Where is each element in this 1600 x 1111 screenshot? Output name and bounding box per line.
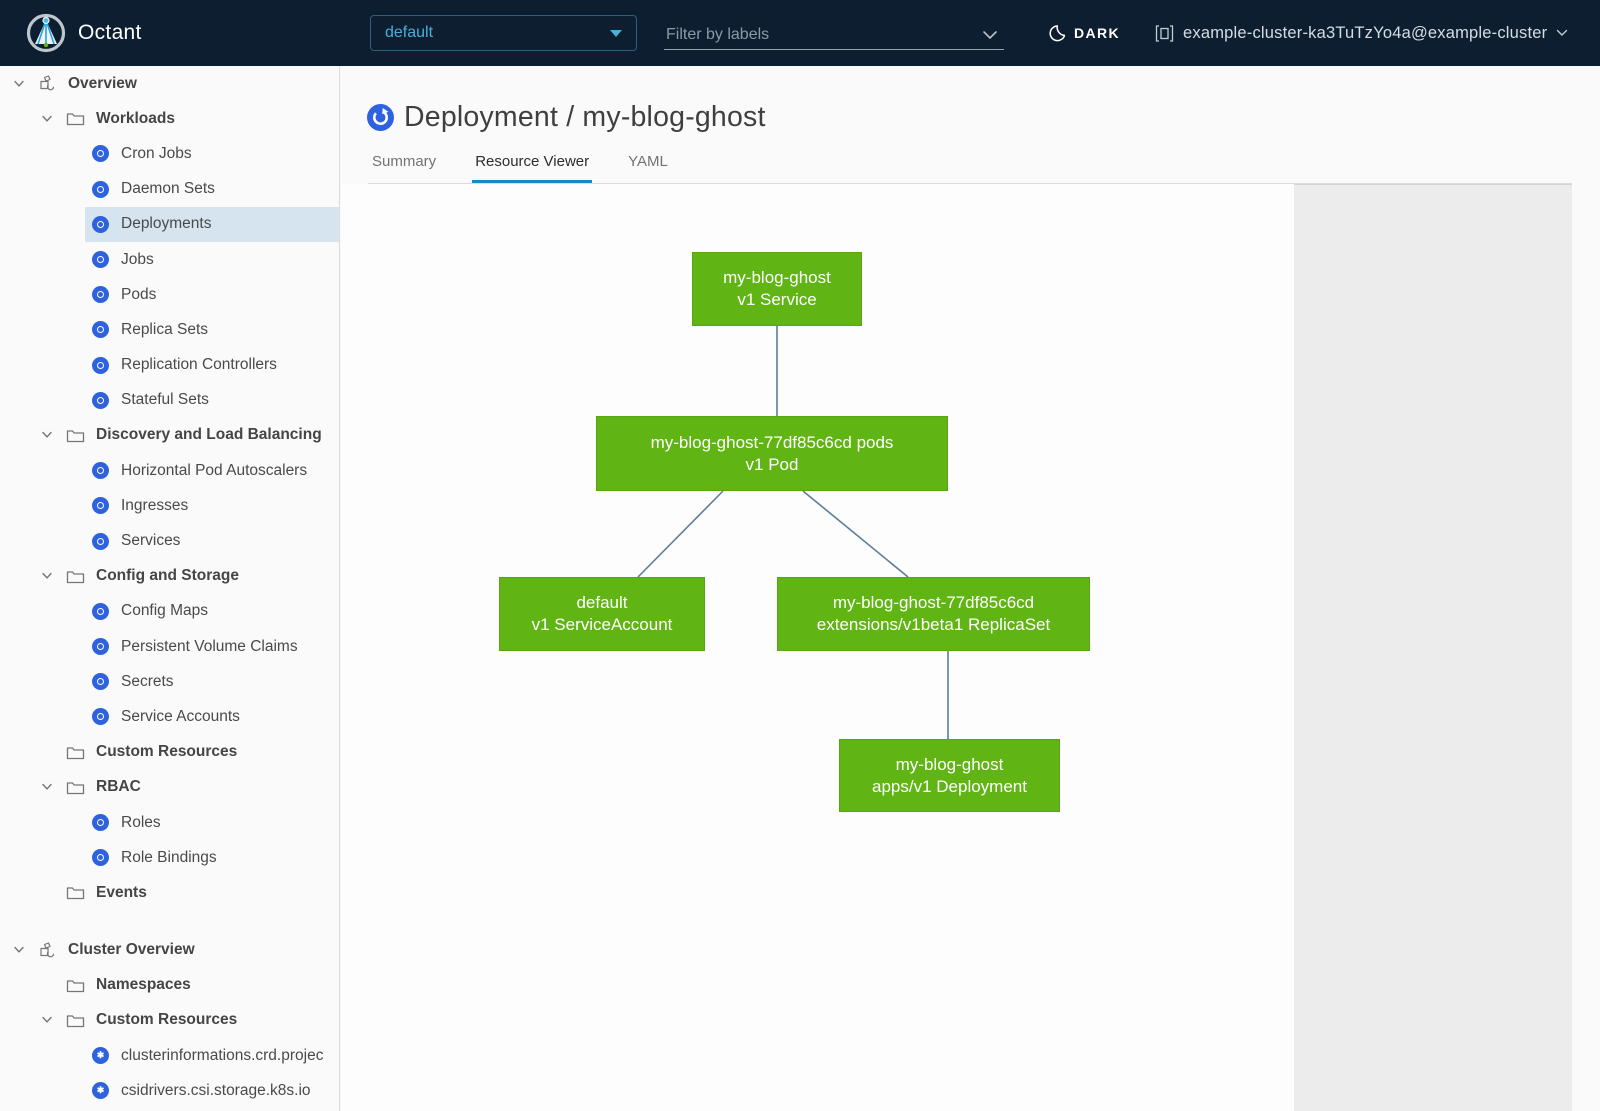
tab-resource-viewer[interactable]: Resource Viewer bbox=[472, 153, 593, 183]
chevron-down-icon[interactable] bbox=[12, 943, 26, 957]
hpa-icon bbox=[92, 462, 109, 480]
sidebar-item-persistent-volume-claims[interactable]: Persistent Volume Claims bbox=[0, 629, 339, 664]
sidebar-item-pods[interactable]: Pods bbox=[0, 277, 339, 312]
pvc-icon bbox=[92, 638, 109, 656]
deployment-icon bbox=[92, 215, 109, 233]
sidebar-item-config-maps[interactable]: Config Maps bbox=[0, 594, 339, 629]
sidebar-item-namespaces[interactable]: Namespaces bbox=[0, 968, 339, 1003]
sidebar-item-horizontal-pod-autoscalers[interactable]: Horizontal Pod Autoscalers bbox=[0, 453, 339, 488]
sidebar-item-events[interactable]: Events bbox=[0, 875, 339, 910]
role-icon bbox=[92, 814, 109, 832]
applications-icon bbox=[38, 75, 57, 92]
sidebar-item-discovery-and-load-balancing[interactable]: Discovery and Load Balancing bbox=[0, 418, 339, 453]
cronjob-icon bbox=[92, 145, 109, 163]
window-icon bbox=[1155, 24, 1174, 42]
replication-controller-icon bbox=[92, 356, 109, 374]
page-title: Deployment / my-blog-ghost bbox=[367, 101, 766, 134]
label-filter-input[interactable] bbox=[664, 24, 982, 45]
graph-node-service[interactable]: my-blog-ghost v1 Service bbox=[692, 252, 862, 326]
sidebar-item-replica-sets[interactable]: Replica Sets bbox=[0, 312, 339, 347]
chevron-down-icon[interactable] bbox=[40, 428, 54, 442]
sidebar-item-daemon-sets[interactable]: Daemon Sets bbox=[0, 172, 339, 207]
serviceaccount-icon bbox=[92, 708, 109, 726]
sidebar-item-secrets[interactable]: Secrets bbox=[0, 664, 339, 699]
folder-icon bbox=[66, 779, 85, 796]
sidebar-item-ingresses[interactable]: Ingresses bbox=[0, 488, 339, 523]
sidebar-item-csidrivers-crd[interactable]: csidrivers.csi.storage.k8s.io bbox=[0, 1073, 339, 1108]
crd-icon bbox=[92, 1082, 109, 1100]
sidebar-section-gap bbox=[0, 911, 339, 933]
graph-node-pods[interactable]: my-blog-ghost-77df85c6cd pods v1 Pod bbox=[596, 416, 948, 491]
folder-icon bbox=[66, 110, 85, 127]
secret-icon bbox=[92, 673, 109, 691]
top-header: Octant default DARK example-cluster-ka3T… bbox=[0, 0, 1600, 66]
sidebar-item-cron-jobs[interactable]: Cron Jobs bbox=[0, 136, 339, 171]
sidebar-item-roles[interactable]: Roles bbox=[0, 805, 339, 840]
chevron-down-icon[interactable] bbox=[982, 30, 998, 40]
ingress-icon bbox=[92, 497, 109, 515]
pod-icon bbox=[92, 286, 109, 304]
namespace-dropdown-value: default bbox=[385, 24, 434, 41]
job-icon bbox=[92, 251, 109, 269]
rolebinding-icon bbox=[92, 849, 109, 867]
sidebar-item-stateful-sets[interactable]: Stateful Sets bbox=[0, 383, 339, 418]
octant-logo-icon bbox=[26, 13, 66, 53]
folder-icon bbox=[66, 977, 85, 994]
cluster-context-selector[interactable]: example-cluster-ka3TuTzYo4a@example-clus… bbox=[1155, 0, 1568, 66]
folder-icon bbox=[66, 568, 85, 585]
chevron-down-icon bbox=[1557, 29, 1568, 36]
sidebar-item-services[interactable]: Services bbox=[0, 523, 339, 558]
tab-divider bbox=[368, 183, 1572, 184]
applications-icon bbox=[38, 942, 57, 959]
cluster-context-label: example-cluster-ka3TuTzYo4a@example-clus… bbox=[1183, 23, 1548, 42]
folder-icon bbox=[66, 884, 85, 901]
sidebar-item-workloads[interactable]: Workloads bbox=[0, 101, 339, 136]
sidebar-item-rbac[interactable]: RBAC bbox=[0, 770, 339, 805]
tab-yaml[interactable]: YAML bbox=[628, 153, 668, 170]
moon-icon bbox=[1049, 24, 1065, 41]
crd-icon bbox=[92, 1047, 109, 1065]
deployment-icon bbox=[367, 104, 394, 131]
sidebar-item-service-accounts[interactable]: Service Accounts bbox=[0, 699, 339, 734]
configmap-icon bbox=[92, 602, 109, 620]
sidebar-item-deployments[interactable]: Deployments bbox=[0, 206, 339, 242]
sidebar-item-jobs[interactable]: Jobs bbox=[0, 242, 339, 277]
sidebar-item-cluster-custom-resources[interactable]: Custom Resources bbox=[0, 1003, 339, 1038]
theme-toggle-button[interactable]: DARK bbox=[1048, 0, 1120, 66]
graph-node-replicaset[interactable]: my-blog-ghost-77df85c6cd extensions/v1be… bbox=[777, 577, 1090, 651]
caret-down-icon bbox=[610, 29, 622, 37]
sidebar-item-replication-controllers[interactable]: Replication Controllers bbox=[0, 348, 339, 383]
brand[interactable]: Octant bbox=[26, 13, 142, 53]
sidebar-item-config-and-storage[interactable]: Config and Storage bbox=[0, 559, 339, 594]
statefulset-icon bbox=[92, 391, 109, 409]
resource-detail-panel bbox=[1294, 184, 1572, 1111]
daemonset-icon bbox=[92, 180, 109, 198]
tab-bar: Summary Resource Viewer YAML bbox=[369, 153, 704, 183]
namespace-dropdown[interactable]: default bbox=[370, 15, 637, 51]
folder-icon bbox=[66, 427, 85, 444]
chevron-down-icon[interactable] bbox=[40, 780, 54, 794]
sidebar-item-custom-resources[interactable]: Custom Resources bbox=[0, 735, 339, 770]
chevron-down-icon[interactable] bbox=[40, 569, 54, 583]
graph-node-serviceaccount[interactable]: default v1 ServiceAccount bbox=[499, 577, 705, 651]
sidebar-item-role-bindings[interactable]: Role Bindings bbox=[0, 840, 339, 875]
service-icon bbox=[92, 532, 109, 550]
theme-toggle-label: DARK bbox=[1074, 25, 1121, 41]
sidebar-item-clusterinformations-crd[interactable]: clusterinformations.crd.projec bbox=[0, 1038, 339, 1073]
replicaset-icon bbox=[92, 321, 109, 339]
resource-viewer-canvas[interactable]: my-blog-ghost v1 Service my-blog-ghost-7… bbox=[341, 184, 1294, 1111]
tab-summary[interactable]: Summary bbox=[372, 153, 437, 170]
sidebar-nav: Overview Workloads Cron Jobs Daemon Sets… bbox=[0, 66, 340, 1111]
sidebar-item-cluster-overview[interactable]: Cluster Overview bbox=[0, 933, 339, 968]
chevron-down-icon[interactable] bbox=[12, 77, 26, 91]
folder-icon bbox=[66, 1012, 85, 1029]
folder-icon bbox=[66, 744, 85, 761]
graph-node-deployment[interactable]: my-blog-ghost apps/v1 Deployment bbox=[839, 739, 1060, 812]
sidebar-item-overview[interactable]: Overview bbox=[0, 66, 339, 101]
page-title-text: Deployment / my-blog-ghost bbox=[404, 101, 766, 133]
app-title: Octant bbox=[78, 21, 142, 44]
chevron-down-icon[interactable] bbox=[40, 1013, 54, 1027]
label-filter-field bbox=[664, 20, 1004, 50]
chevron-down-icon[interactable] bbox=[40, 112, 54, 126]
